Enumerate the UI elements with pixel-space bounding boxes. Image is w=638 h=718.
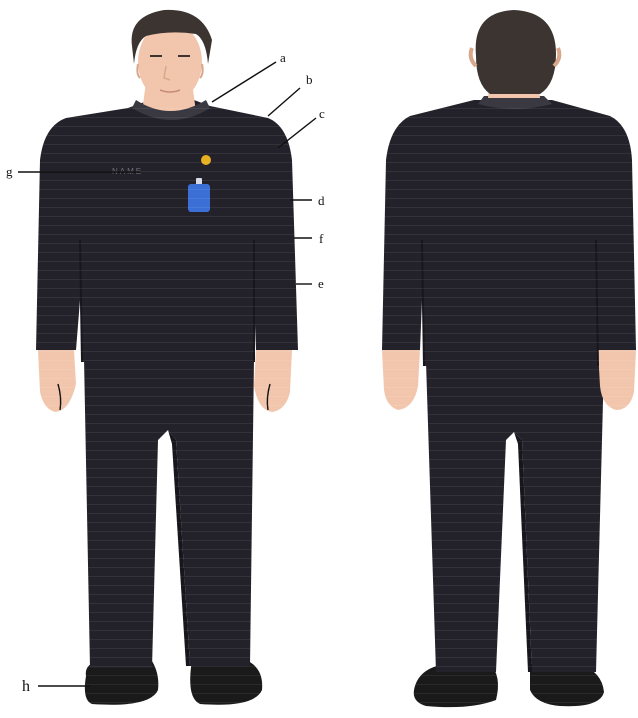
callout-b: b — [306, 72, 313, 87]
front-view-figure: NAME — [36, 10, 298, 705]
callout-f: f — [319, 231, 324, 246]
rank-pin — [201, 155, 211, 165]
back-trousers — [426, 362, 604, 672]
callout-h: h — [22, 678, 30, 695]
back-left-hand — [382, 350, 420, 410]
callout-c: c — [319, 106, 325, 121]
back-right-hand — [598, 350, 636, 410]
back-head-hair — [476, 10, 556, 94]
front-left-hand — [38, 350, 76, 412]
front-right-hand — [254, 350, 292, 412]
callout-d: d — [318, 193, 325, 208]
callout-e: e — [318, 276, 324, 291]
front-right-shoe — [190, 660, 262, 705]
back-view-figure — [382, 10, 636, 707]
callout-g: g — [6, 164, 13, 179]
id-badge — [188, 184, 210, 212]
front-trousers — [84, 358, 254, 668]
callout-a: a — [280, 50, 286, 65]
front-tunic — [36, 100, 298, 362]
